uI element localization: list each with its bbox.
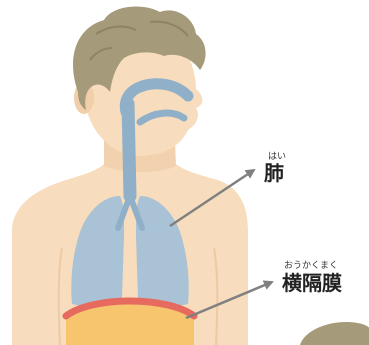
diaphragm-label-reading: おうかくまく [284,260,338,271]
lung-label: はい 肺 [264,151,286,185]
second-figure-hair [300,322,369,345]
abdomen [66,305,194,345]
lung-label-term: 肺 [264,161,284,185]
diaphragm-label: おうかくまく 横隔膜 [282,260,342,295]
diaphragm-label-term: 横隔膜 [282,271,342,295]
